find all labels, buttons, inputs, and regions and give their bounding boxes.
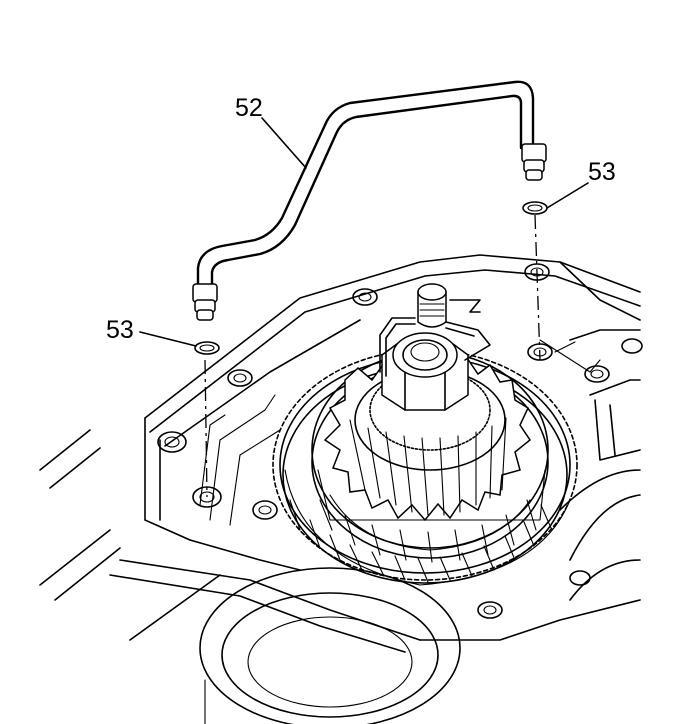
- retaining-clip: [379, 299, 491, 377]
- lock-pin: [417, 283, 447, 328]
- tube-center-line-left: [204, 359, 208, 498]
- shaft-nut: [381, 332, 469, 411]
- bolt-holes: [157, 263, 643, 619]
- leader-line-53-left: [139, 331, 197, 347]
- callout-53-right: 53: [588, 158, 616, 186]
- callout-52: 52: [235, 94, 263, 122]
- o-ring-right: [522, 201, 548, 215]
- leader-line-53-right: [546, 182, 589, 209]
- hub-gear: [323, 354, 532, 522]
- oil-tube-fitting-left: [192, 283, 218, 321]
- oil-tube: [196, 80, 535, 290]
- callout-53-left: 53: [106, 316, 134, 344]
- oil-tube-fitting-right: [521, 143, 547, 181]
- tube-center-line-right: [534, 214, 541, 361]
- o-ring-left: [194, 341, 220, 355]
- transfer-case-housing: [39, 254, 641, 724]
- leader-line-52: [261, 117, 307, 169]
